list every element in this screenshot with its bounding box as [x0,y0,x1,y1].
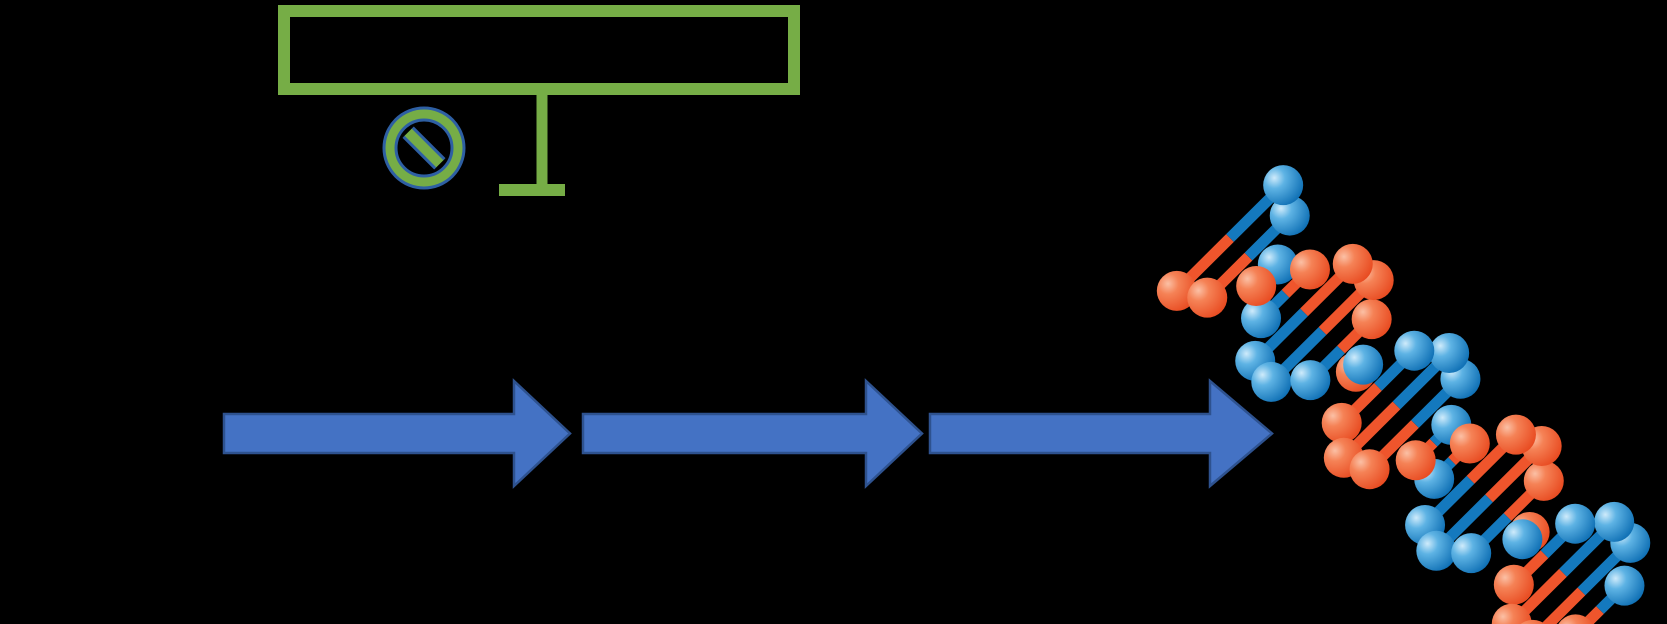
dna-bead-strand-a [1156,270,1197,311]
inhibition-stem [536,95,548,190]
dna-bead-strand-b [1429,333,1470,374]
process-arrow-2[interactable] [581,378,924,489]
dna-bead-strand-a [1351,299,1392,340]
dna-bead-strand-b [1555,503,1596,544]
dna-bead-strand-b [1290,360,1331,401]
process-arrow-1[interactable] [222,378,572,489]
dna-bead-strand-a [1520,619,1545,624]
dna-bead-strand-b [1241,298,1282,339]
dna-rung-segment [1540,587,1586,624]
no-entry-ring [384,108,464,188]
dna-bead-strand-b [1263,165,1304,206]
dna-bead-strand-b [1604,565,1645,606]
dna-bead-strand-b [1394,330,1435,371]
dna-bead-strand-b [1594,501,1635,542]
no-entry-slash-outline-b [411,126,446,161]
dna-bead-strand-a [1332,243,1373,284]
dna-bead-strand-a [1349,449,1390,490]
no-entry-outer-outline [382,106,466,190]
dna-bead-strand-a [1449,423,1490,464]
no-entry-slash-outline-a [402,135,437,170]
dna-bead-strand-a [1187,277,1228,318]
dna-bead-strand-b [1251,361,1292,402]
dna-bead-strand-a [1523,460,1564,501]
no-entry-slash [403,127,445,169]
process-arrow-3[interactable] [928,378,1274,489]
dna-bead-strand-b [1269,195,1310,236]
dna-bead-strand-a [1395,440,1436,481]
dna-bead-strand-a [1289,249,1330,290]
dna-bead-strand-b [1343,344,1384,385]
dna-bead-strand-a [1491,603,1532,624]
dna-bead-strand-a [1495,414,1536,455]
no-entry-inner-outline [394,118,454,178]
dna-bead-strand-a [1321,402,1362,443]
dna-bead-strand-a [1236,265,1277,306]
dna-bead-strand-b [1502,519,1543,560]
dna-bead-strand-b [1416,530,1457,571]
inhibition-box[interactable] [278,5,800,95]
inhibition-crossbar [499,184,565,196]
dna-bead-strand-a [1558,614,1593,624]
dna-bead-strand-a [1493,564,1534,605]
dna-bead-strand-b [1451,533,1492,574]
